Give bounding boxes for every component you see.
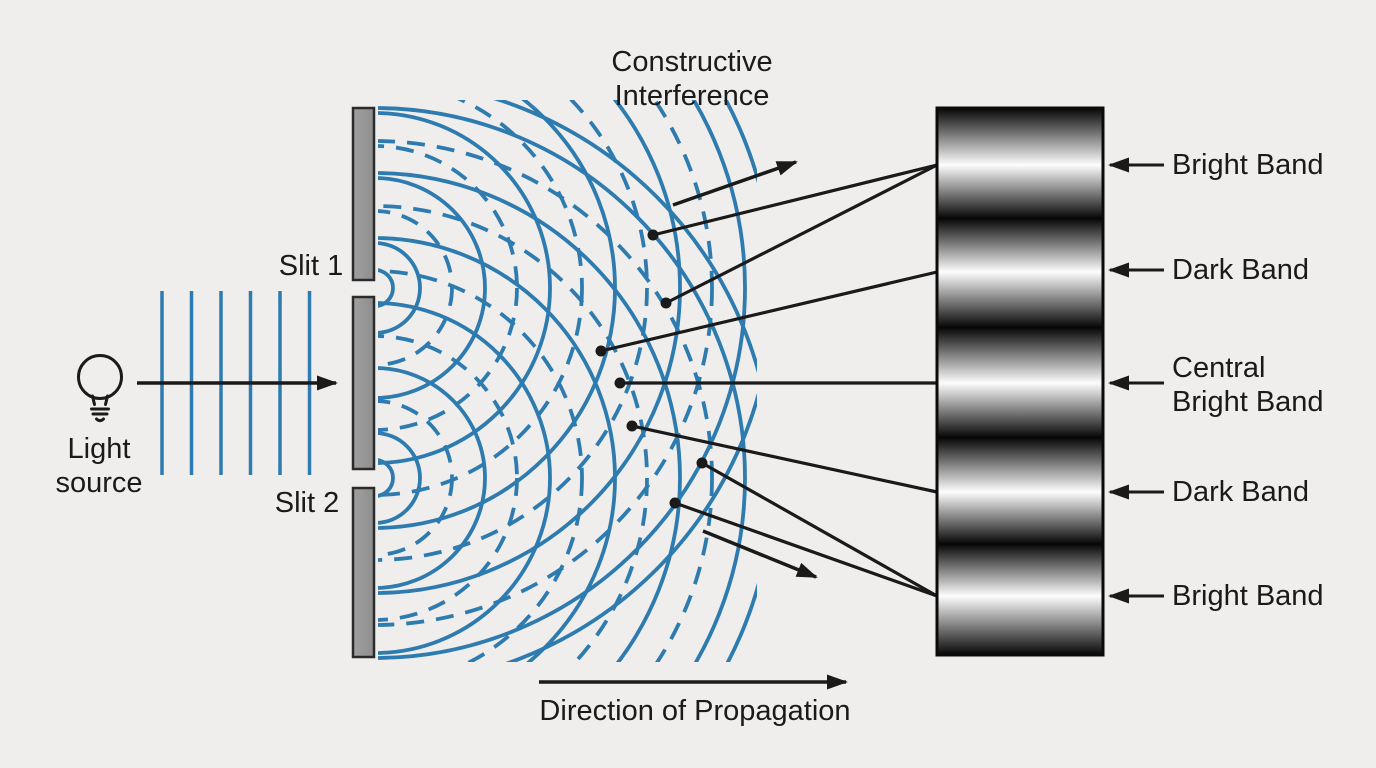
dark-band-label-top: Dark Band [1172,254,1310,286]
light-bulb-icon [77,354,123,423]
constructive-interference-title: Constructive Interference [611,45,772,113]
light-source-line-1: Light [67,433,131,465]
central-bright-band-label: Central Bright Band [1172,352,1324,418]
bright-band-label-bottom: Bright Band [1172,580,1324,612]
interference-screen [935,106,1105,657]
interference-dot [647,229,659,241]
interference-dot [660,297,672,309]
bright-band-label-top: Bright Band [1172,149,1324,181]
constructive-point-connector-lines [600,163,938,598]
wave-arcs-from-slit [378,100,757,662]
interference-dot [669,497,681,509]
title-line-1: Constructive [611,46,773,78]
light-source-label: Light source [55,432,142,500]
title-line-2: Interference [614,80,770,112]
light-source-line-2: source [55,467,143,499]
band-label-arrows [1108,157,1164,604]
interference-dot [696,457,708,469]
slit-barrier [351,106,376,659]
slit-2-label: Slit 2 [274,487,340,519]
slit-1-label: Slit 1 [278,250,344,282]
constructive-interference-arrows [672,160,818,579]
circular-wavefronts [378,100,757,662]
direction-of-propagation-label: Direction of Propagation [539,695,851,727]
interference-dot [614,377,626,389]
dark-band-label-bottom: Dark Band [1172,476,1310,508]
interference-dot [626,420,638,432]
interference-dot [595,345,607,357]
interference-dots [595,229,708,509]
